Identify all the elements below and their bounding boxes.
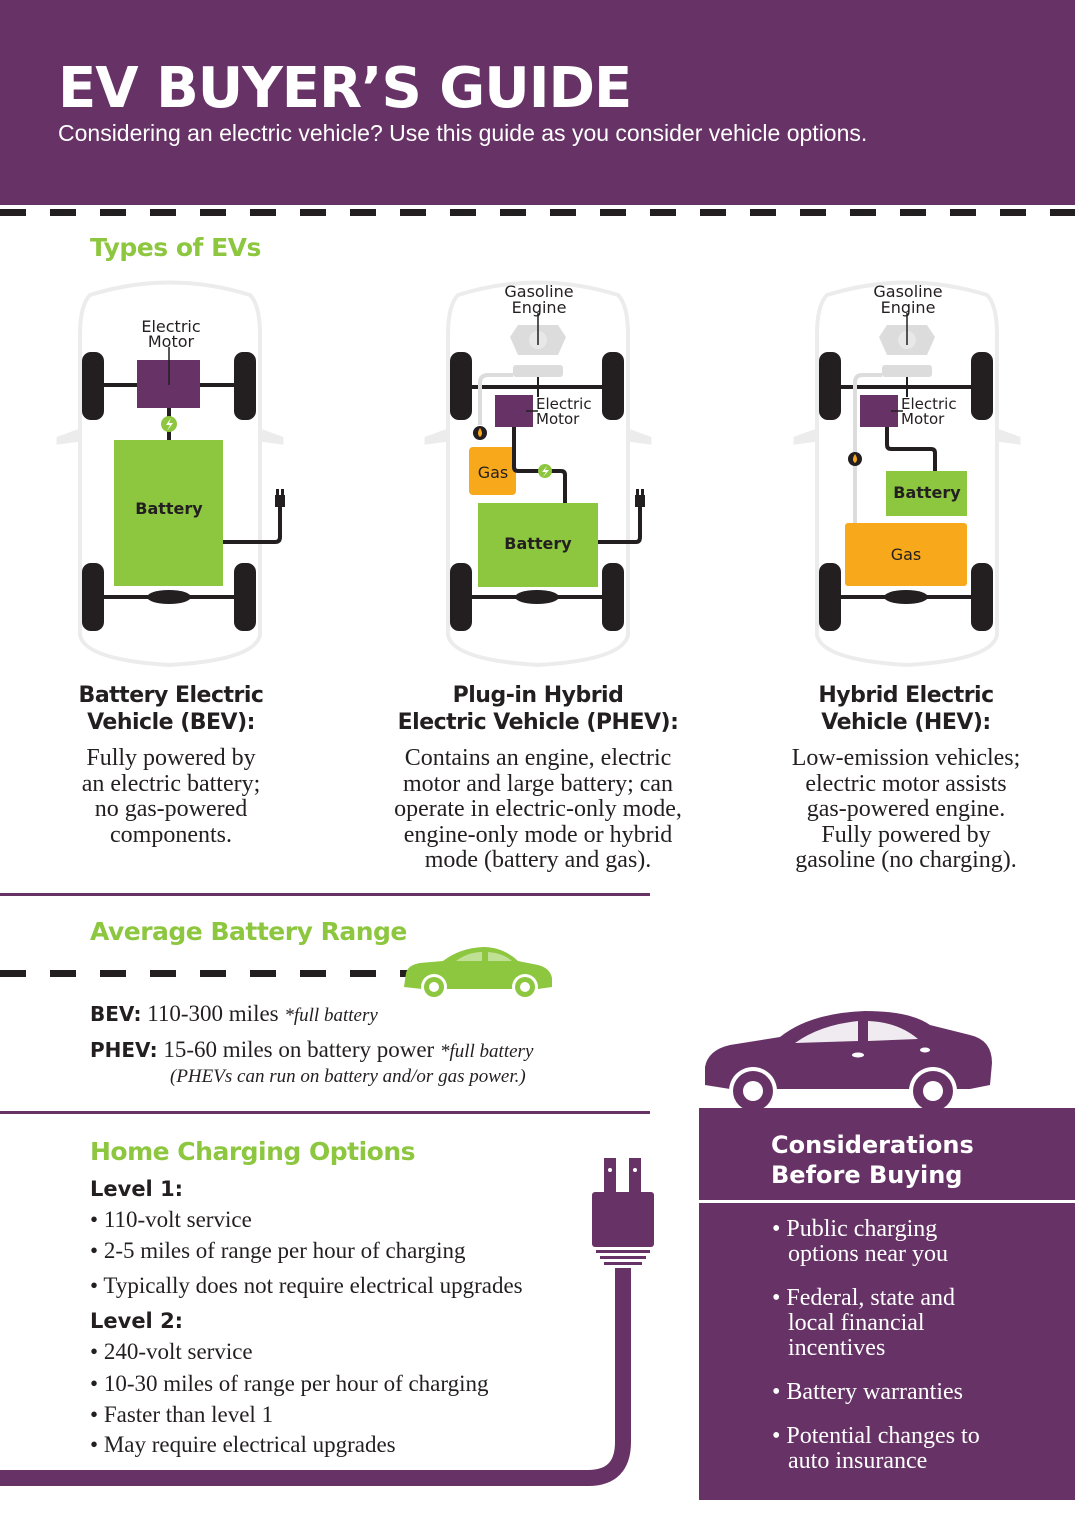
header-banner <box>0 0 1075 205</box>
svg-text:Battery: Battery <box>504 534 572 553</box>
level-1-bullet: • 110-volt service <box>90 1207 252 1232</box>
level-2-bullet: • 240-volt service <box>90 1339 253 1364</box>
svg-text:Gas: Gas <box>478 463 509 482</box>
range-row-bev: BEV: 110-300 miles *full battery <box>90 1001 378 1026</box>
plug-icon <box>0 1150 680 1507</box>
level-1-heading: Level 1: <box>90 1177 184 1201</box>
svg-text:Electric: Electric <box>536 395 592 413</box>
types-heading: Types of EVs <box>90 233 261 262</box>
svg-text:Electric: Electric <box>901 395 957 413</box>
hev-card: Hybrid Electric Vehicle (HEV): Low-emiss… <box>770 682 1042 874</box>
svg-text:Electric: Electric <box>141 317 200 336</box>
svg-text:Motor: Motor <box>148 332 195 351</box>
svg-text:Motor: Motor <box>901 410 945 428</box>
hev-description: Low-emission vehicles; electric motor as… <box>791 745 1021 873</box>
bev-card: Battery Electric Vehicle (BEV): Fully po… <box>40 682 302 848</box>
svg-text:Gasoline: Gasoline <box>504 282 573 301</box>
level-2-bullet: • Faster than level 1 <box>90 1402 274 1427</box>
road-dash-divider <box>0 209 1075 216</box>
considerations-heading: Considerations Before Buying <box>771 1131 974 1189</box>
svg-text:Battery: Battery <box>893 483 961 502</box>
level-2-heading: Level 2: <box>90 1309 184 1333</box>
svg-text:Battery: Battery <box>135 499 203 518</box>
svg-text:Gasoline: Gasoline <box>873 282 942 301</box>
road-dash-line <box>0 970 410 977</box>
level-2-bullet: • 10-30 miles of range per hour of charg… <box>90 1371 489 1396</box>
phev-card: Plug-in Hybrid Electric Vehicle (PHEV): … <box>372 682 704 874</box>
bev-title: Battery Electric Vehicle (BEV): <box>78 683 264 735</box>
bev-description: Fully powered by an electric battery; no… <box>81 745 261 848</box>
range-row-phev: PHEV: 15-60 miles on battery power *full… <box>90 1037 534 1062</box>
section-divider <box>0 893 650 896</box>
svg-text:Engine: Engine <box>512 298 567 317</box>
range-heading: Average Battery Range <box>90 917 407 946</box>
hev-diagram: Battery Gas Gasoline Engine Electric Mot… <box>787 275 1027 670</box>
phev-description: Contains an engine, electric motor and l… <box>394 745 682 873</box>
range-footnote: (PHEVs can run on battery and/or gas pow… <box>170 1066 526 1087</box>
page-subtitle: Considering an electric vehicle? Use thi… <box>58 120 868 146</box>
svg-text:Motor: Motor <box>536 410 580 428</box>
phev-diagram: Gas Battery Gasoline Engine Electric Mot… <box>418 275 668 670</box>
charging-heading: Home Charging Options <box>90 1137 416 1166</box>
page-title: EV BUYER’S GUIDE <box>58 56 632 121</box>
svg-text:Engine: Engine <box>881 298 936 317</box>
phev-title: Plug-in Hybrid Electric Vehicle (PHEV): <box>397 683 679 735</box>
bev-diagram: Battery Electric Motor <box>50 275 290 670</box>
consideration-item: • Battery warranties <box>772 1379 963 1405</box>
level-2-bullet: • May require electrical upgrades <box>90 1432 396 1457</box>
section-divider <box>0 1111 650 1114</box>
level-1-bullet: • 2-5 miles of range per hour of chargin… <box>90 1238 466 1263</box>
level-1-bullet: • Typically does not require electrical … <box>90 1273 523 1298</box>
range-car-icon <box>398 943 556 1006</box>
considerations-panel <box>699 1108 1075 1500</box>
hev-title: Hybrid Electric Vehicle (HEV): <box>818 683 994 735</box>
considerations-divider <box>699 1200 1075 1203</box>
consider-car-icon <box>700 1005 995 1120</box>
svg-text:Gas: Gas <box>891 545 922 564</box>
